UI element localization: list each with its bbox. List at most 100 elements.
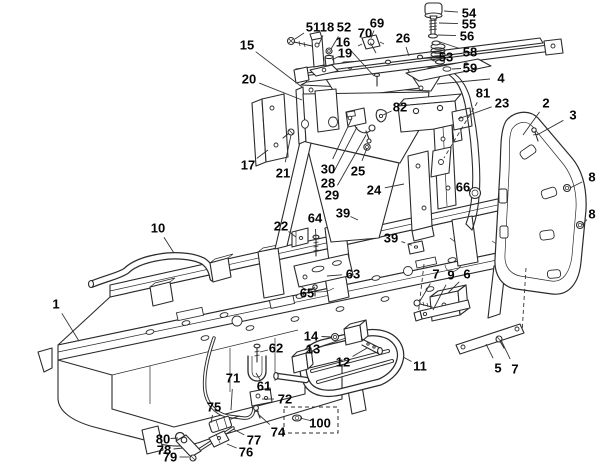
leader-line-71	[230, 388, 233, 411]
callout-52: 52	[336, 19, 352, 35]
callout-4: 4	[497, 70, 505, 86]
leader-line-22	[288, 231, 297, 238]
callout-22: 22	[273, 218, 289, 234]
callout-81: 81	[475, 85, 491, 101]
callout-39a: 39	[335, 205, 351, 221]
callout-23: 23	[494, 95, 510, 111]
kit-box-100	[283, 406, 339, 434]
leader-line-11	[402, 356, 412, 362]
bolt-3	[531, 127, 539, 142]
leader-line-29	[337, 134, 367, 186]
leader-line-26	[405, 46, 410, 57]
leader-line-78	[173, 447, 184, 450]
callout-13: 13	[305, 341, 321, 357]
callout-7a: 7	[432, 266, 440, 282]
callout-26: 26	[395, 30, 411, 46]
callout-6: 6	[463, 266, 471, 282]
callout-28: 28	[320, 175, 336, 191]
leader-line-76	[226, 443, 237, 449]
callout-63: 63	[345, 266, 361, 282]
callout-20: 20	[241, 71, 257, 87]
brake-linkage	[174, 336, 339, 462]
bracket-18-assembly	[286, 31, 339, 77]
leader-line-64	[315, 228, 317, 241]
callout-78: 78	[156, 442, 172, 458]
callout-8a: 8	[588, 169, 596, 185]
hoop-foot	[149, 281, 174, 307]
leader-line-63	[326, 274, 343, 277]
callout-39b: 39	[383, 230, 399, 246]
callout-77: 77	[246, 432, 262, 448]
callout-5: 5	[494, 360, 502, 376]
support-strip-24	[407, 150, 435, 242]
washer-56	[427, 33, 439, 39]
latch-assembly	[345, 107, 376, 144]
leader-line-55	[438, 22, 459, 25]
callout-100: 100	[309, 415, 331, 431]
leader-line-30	[332, 117, 353, 160]
rear-brackets	[413, 263, 527, 355]
leader-line-66	[467, 189, 473, 193]
leader-line-8b	[581, 219, 588, 226]
leader-line-70	[369, 42, 377, 54]
leader-line-6	[447, 281, 460, 294]
leader-line-15	[255, 51, 303, 88]
callout-3: 3	[569, 107, 577, 123]
callout-61: 61	[256, 378, 272, 394]
bracket-17	[251, 93, 289, 167]
leader-line-82	[382, 110, 392, 116]
callout-24: 24	[366, 182, 382, 198]
leader-line-18	[318, 35, 324, 45]
callout-69: 69	[369, 15, 385, 31]
leader-line-56	[437, 34, 457, 37]
leader-line-19	[331, 56, 339, 61]
panel-slots	[498, 144, 562, 279]
leader-line-24	[384, 183, 405, 189]
leader-line-75	[210, 414, 213, 424]
nut-52	[325, 47, 333, 55]
hoop-block-left	[291, 347, 314, 374]
callout-56: 56	[459, 28, 475, 44]
callout-19: 19	[337, 45, 353, 61]
callout-80: 80	[155, 431, 171, 447]
leader-line-100	[299, 417, 311, 421]
strap-5	[455, 323, 525, 355]
leader-line-81	[443, 102, 478, 159]
callout-2: 2	[542, 95, 550, 111]
callout-30: 30	[320, 161, 336, 177]
leader-line-39b	[401, 241, 415, 247]
keeper-strip-81	[430, 124, 457, 210]
block-13	[343, 319, 369, 346]
callout-71: 71	[225, 370, 241, 386]
leader-line-65	[310, 286, 316, 291]
bolt-62	[253, 343, 261, 363]
callout-10: 10	[150, 220, 166, 236]
leader-line-9	[432, 284, 447, 311]
callout-17: 17	[240, 157, 256, 173]
leader-line-2	[522, 111, 540, 136]
leader-line-25	[361, 147, 368, 161]
callout-7b: 7	[511, 361, 519, 377]
leader-line-53	[440, 52, 444, 56]
callout-65: 65	[299, 285, 315, 301]
leader-line-20	[259, 82, 303, 101]
hoop-foot	[209, 257, 232, 283]
leader-line-58	[436, 40, 460, 49]
connector-77	[208, 415, 240, 433]
leader-line-1	[61, 313, 80, 342]
hitch-hoop	[273, 319, 405, 398]
callout-9: 9	[447, 267, 455, 283]
leader-line-8a	[569, 181, 583, 189]
leader-line-13	[323, 337, 347, 346]
leader-line-52	[330, 36, 339, 50]
bracket-63	[293, 253, 354, 293]
leader-line-17	[256, 149, 269, 159]
callout-8b: 8	[588, 206, 596, 222]
u-bracket-61	[247, 355, 267, 382]
leader-line-21	[284, 134, 292, 163]
leader-line-4	[436, 78, 491, 85]
leader-line-54	[443, 10, 459, 13]
strap-9	[413, 299, 471, 322]
